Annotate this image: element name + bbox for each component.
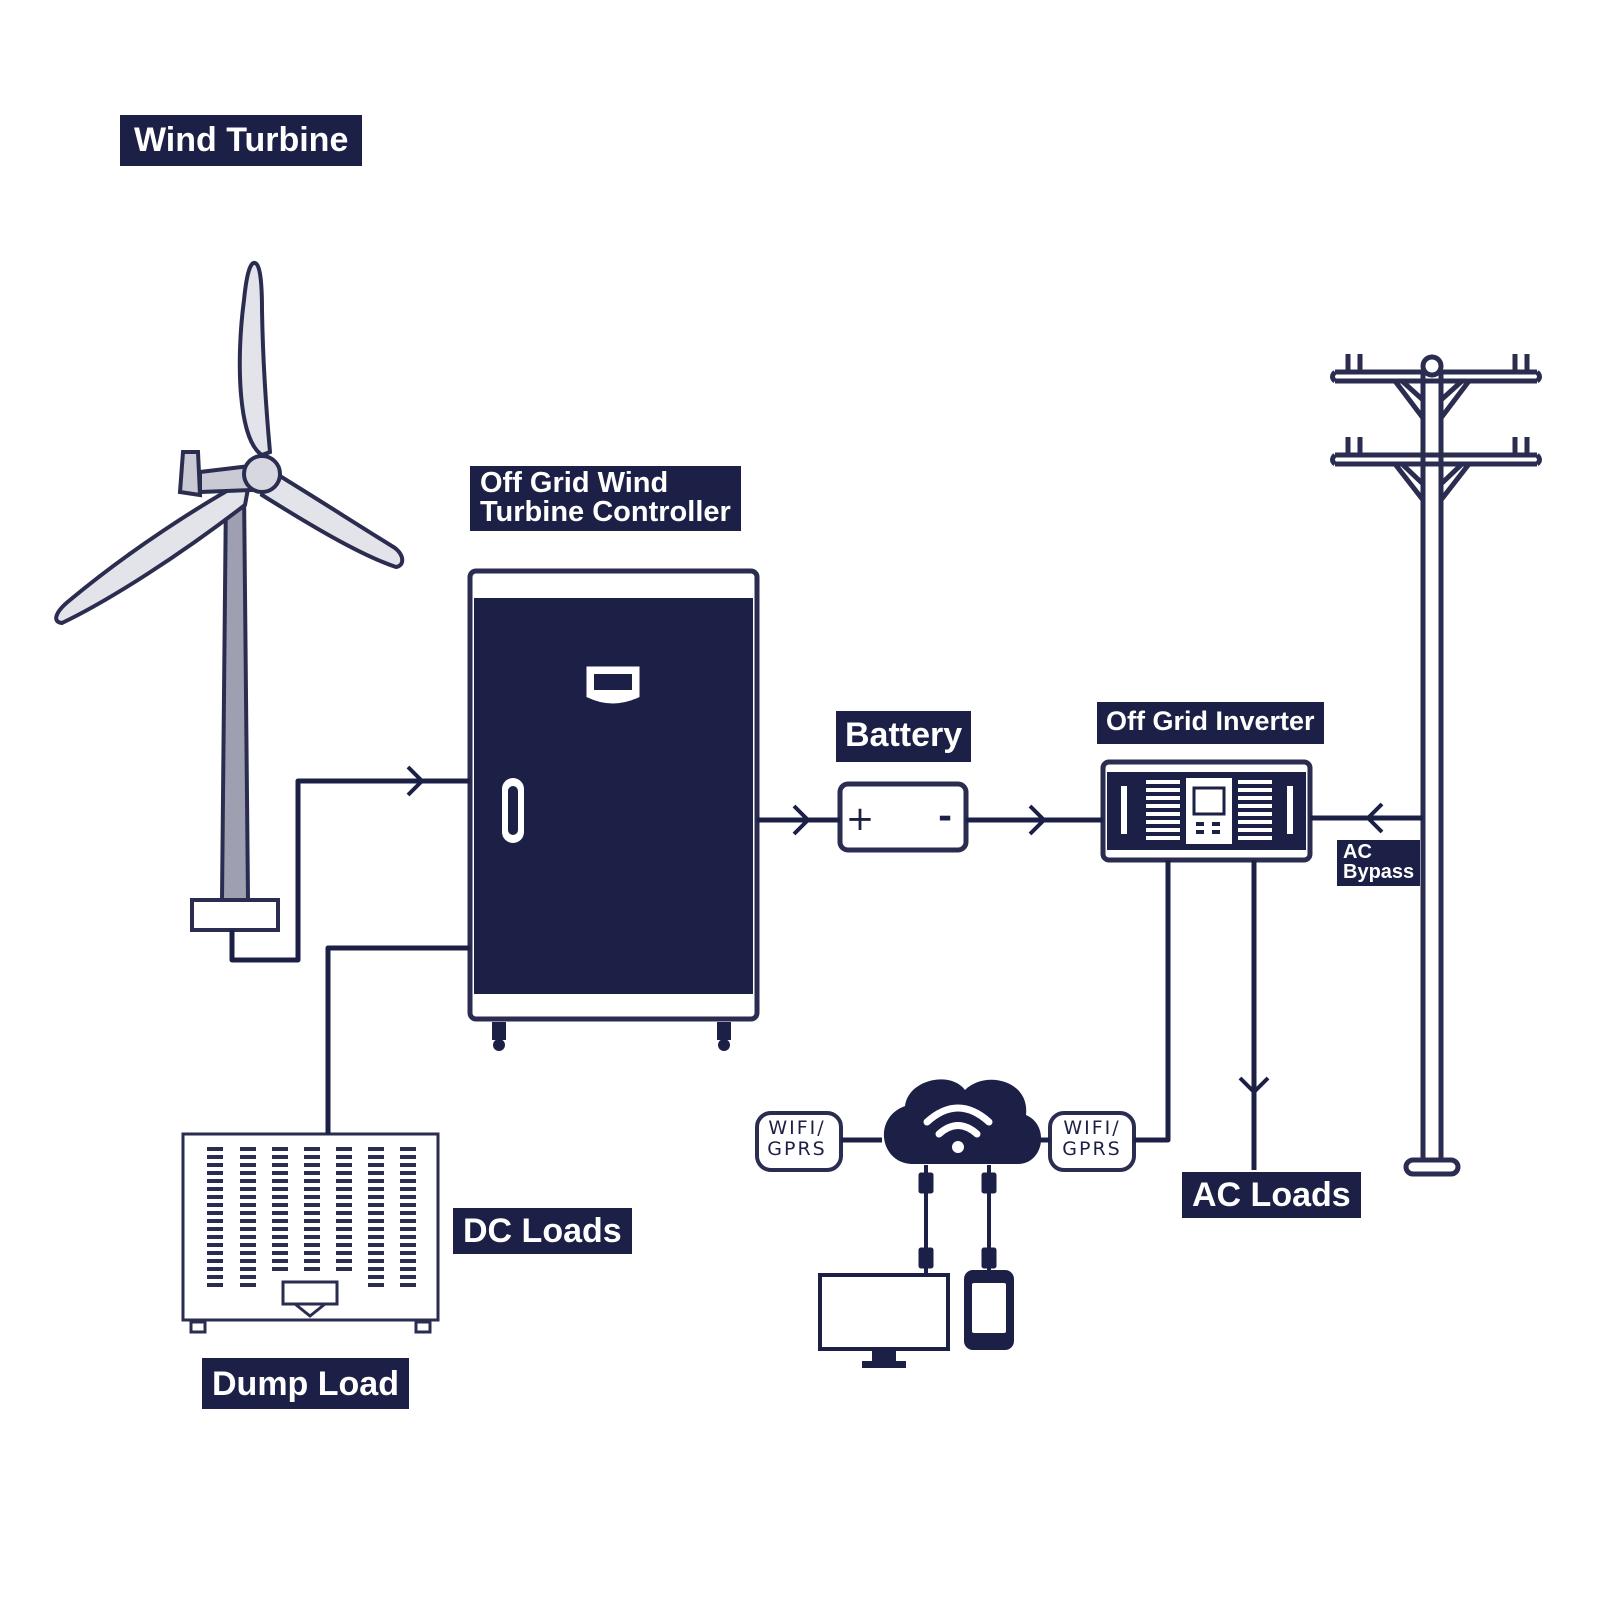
ac-loads-label: AC Loads [1182, 1172, 1361, 1218]
battery-negative-terminal: - [938, 797, 952, 837]
inverter-icon [1100, 759, 1313, 863]
monitor-icon [818, 1273, 950, 1368]
wind-turbine-label: Wind Turbine [120, 115, 363, 166]
controller-cabinet-icon [467, 568, 760, 1051]
ac-bypass-label: AC Bypass [1337, 840, 1421, 886]
smartphone-icon [964, 1270, 1014, 1350]
wifi-right-line1: WIFI/ [1063, 1117, 1121, 1139]
wifi-left-line1: WIFI/ [768, 1117, 826, 1139]
wifi-gprs-text-right: WIFI/ GPRS [1052, 1118, 1132, 1160]
controller-label: Off Grid Wind Turbine Controller [470, 466, 741, 531]
inverter-label: Off Grid Inverter [1097, 702, 1324, 744]
controller-label-line2: Turbine Controller [480, 496, 731, 528]
wifi-gprs-text-left: WIFI/ GPRS [757, 1118, 837, 1160]
dump-load-icon [181, 1132, 440, 1334]
connection-lines [229, 765, 1423, 1275]
utility-pole-icon [1330, 354, 1542, 1177]
battery-icon: + - [837, 781, 969, 853]
ac-bypass-line1: AC [1343, 841, 1372, 863]
dump-load-label: Dump Load [202, 1358, 409, 1409]
controller-label-line1: Off Grid Wind [480, 467, 669, 499]
cloud-wifi-icon [883, 1079, 1042, 1164]
ac-bypass-line2: Bypass [1343, 861, 1415, 883]
wifi-left-line2: GPRS [767, 1138, 827, 1160]
wifi-right-line2: GPRS [1062, 1138, 1122, 1160]
dc-loads-label: DC Loads [453, 1208, 632, 1254]
battery-positive-terminal: + [846, 799, 875, 839]
battery-label: Battery [836, 711, 972, 762]
wind-turbine-icon [54, 260, 405, 932]
